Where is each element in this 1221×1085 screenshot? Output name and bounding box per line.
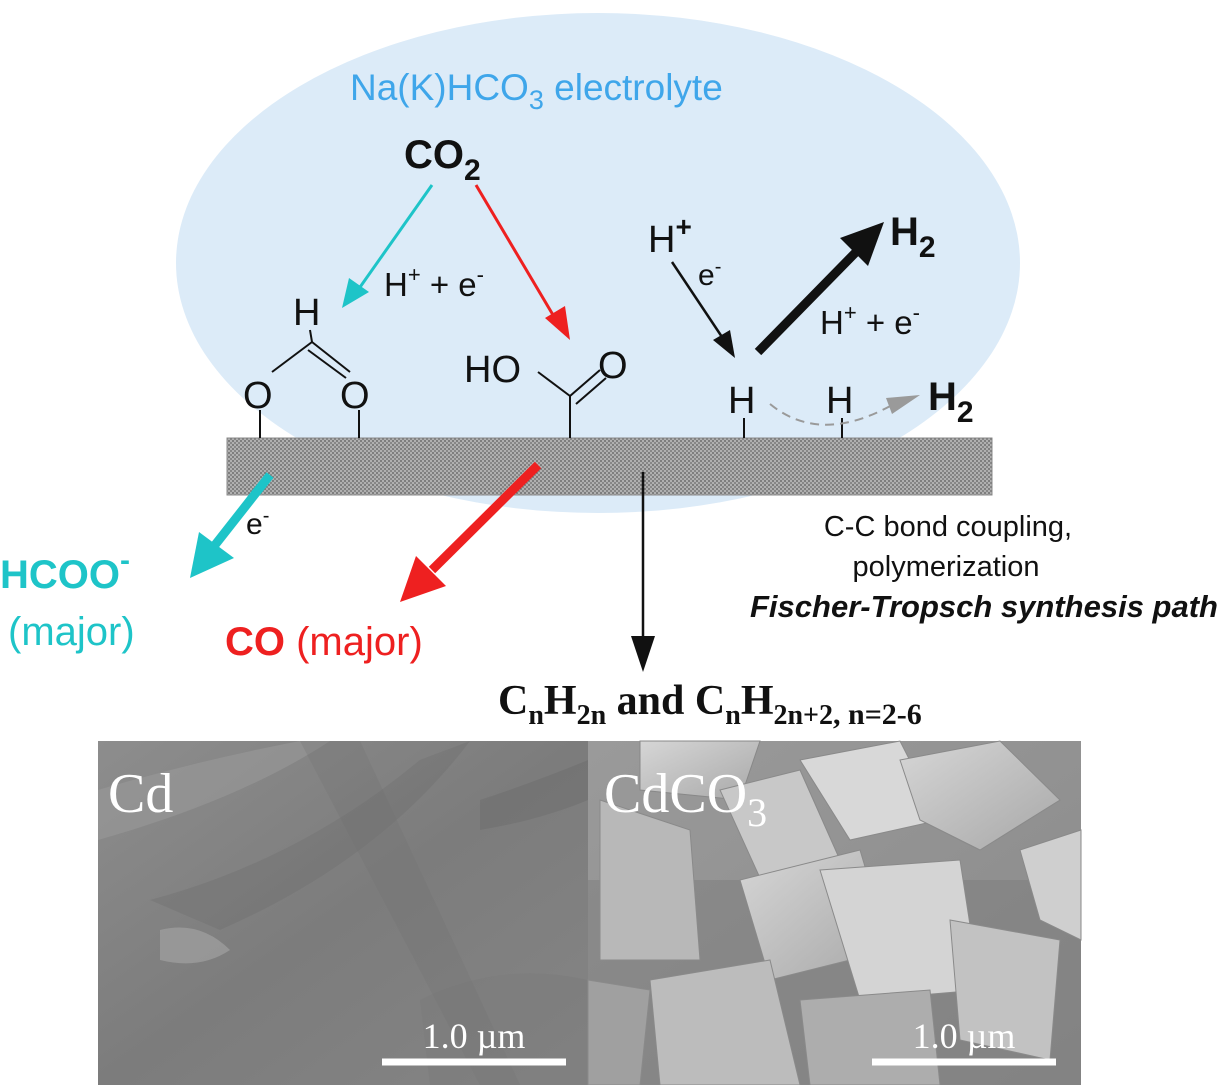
hcoo-major-label: (major) [8,610,135,654]
formate-o-atom-right: O [340,375,370,417]
fischer-tropsch-arrow [631,472,655,672]
her-proton-electron-label: H+ + e- [820,300,920,341]
sem-image-cd [98,741,588,1085]
her-electron-label: e- [698,256,721,292]
sem-label-cd: Cd [108,763,173,825]
tafel-dashed-arrow [769,395,920,426]
ft-description-line2: polymerization [853,551,1040,583]
electrode-surface [226,437,993,496]
carboxyl-ho-group: HO [464,349,521,391]
co-product-arrow [400,461,542,602]
sem-label-cdco3: CdCO3 [604,763,767,835]
carboxyl-o-atom: O [598,345,628,387]
electrolyte-region [176,13,1020,513]
proton-adsorption-arrow [670,261,735,358]
her-proton-label: H+ [648,211,692,261]
scale-label-left: 1.0 µm [423,1016,526,1056]
hydrocarbon-products-label: CnH2n and CnH2n+2, n=2-6 [498,678,922,731]
h2-evolution-arrow [754,222,884,356]
h2-product-top: H2 [890,210,936,264]
ft-path-label: Fischer-Tropsch synthesis path [750,589,1218,624]
electrolyte-label: Na(K)HCO3 electrolyte [350,67,723,115]
formate-product-arrow [190,472,274,578]
hcoo-product-label: HCOO- [0,544,130,597]
electron-label-bottom: e- [246,505,269,541]
co2-to-carboxyl-arrow [474,184,570,340]
co2-to-formate-arrow [342,184,434,308]
formate-h-atom: H [293,292,320,334]
co2-label: CO2 [404,133,481,187]
proton-electron-label: H+ + e- [384,262,484,303]
scale-label-right: 1.0 µm [913,1016,1016,1056]
ft-description-line1: C-C bond coupling, [824,511,1072,543]
formate-o-atom-left: O [243,375,273,417]
carboxyl-adsorbate [537,369,607,438]
adsorbed-h-right: H [826,380,853,422]
h2-product-right: H2 [928,375,974,429]
sem-image-cdco3 [587,740,1082,1085]
co-product-label: CO (major) [225,620,423,664]
adsorbed-h-left: H [728,380,755,422]
formate-adsorbate [259,329,360,438]
